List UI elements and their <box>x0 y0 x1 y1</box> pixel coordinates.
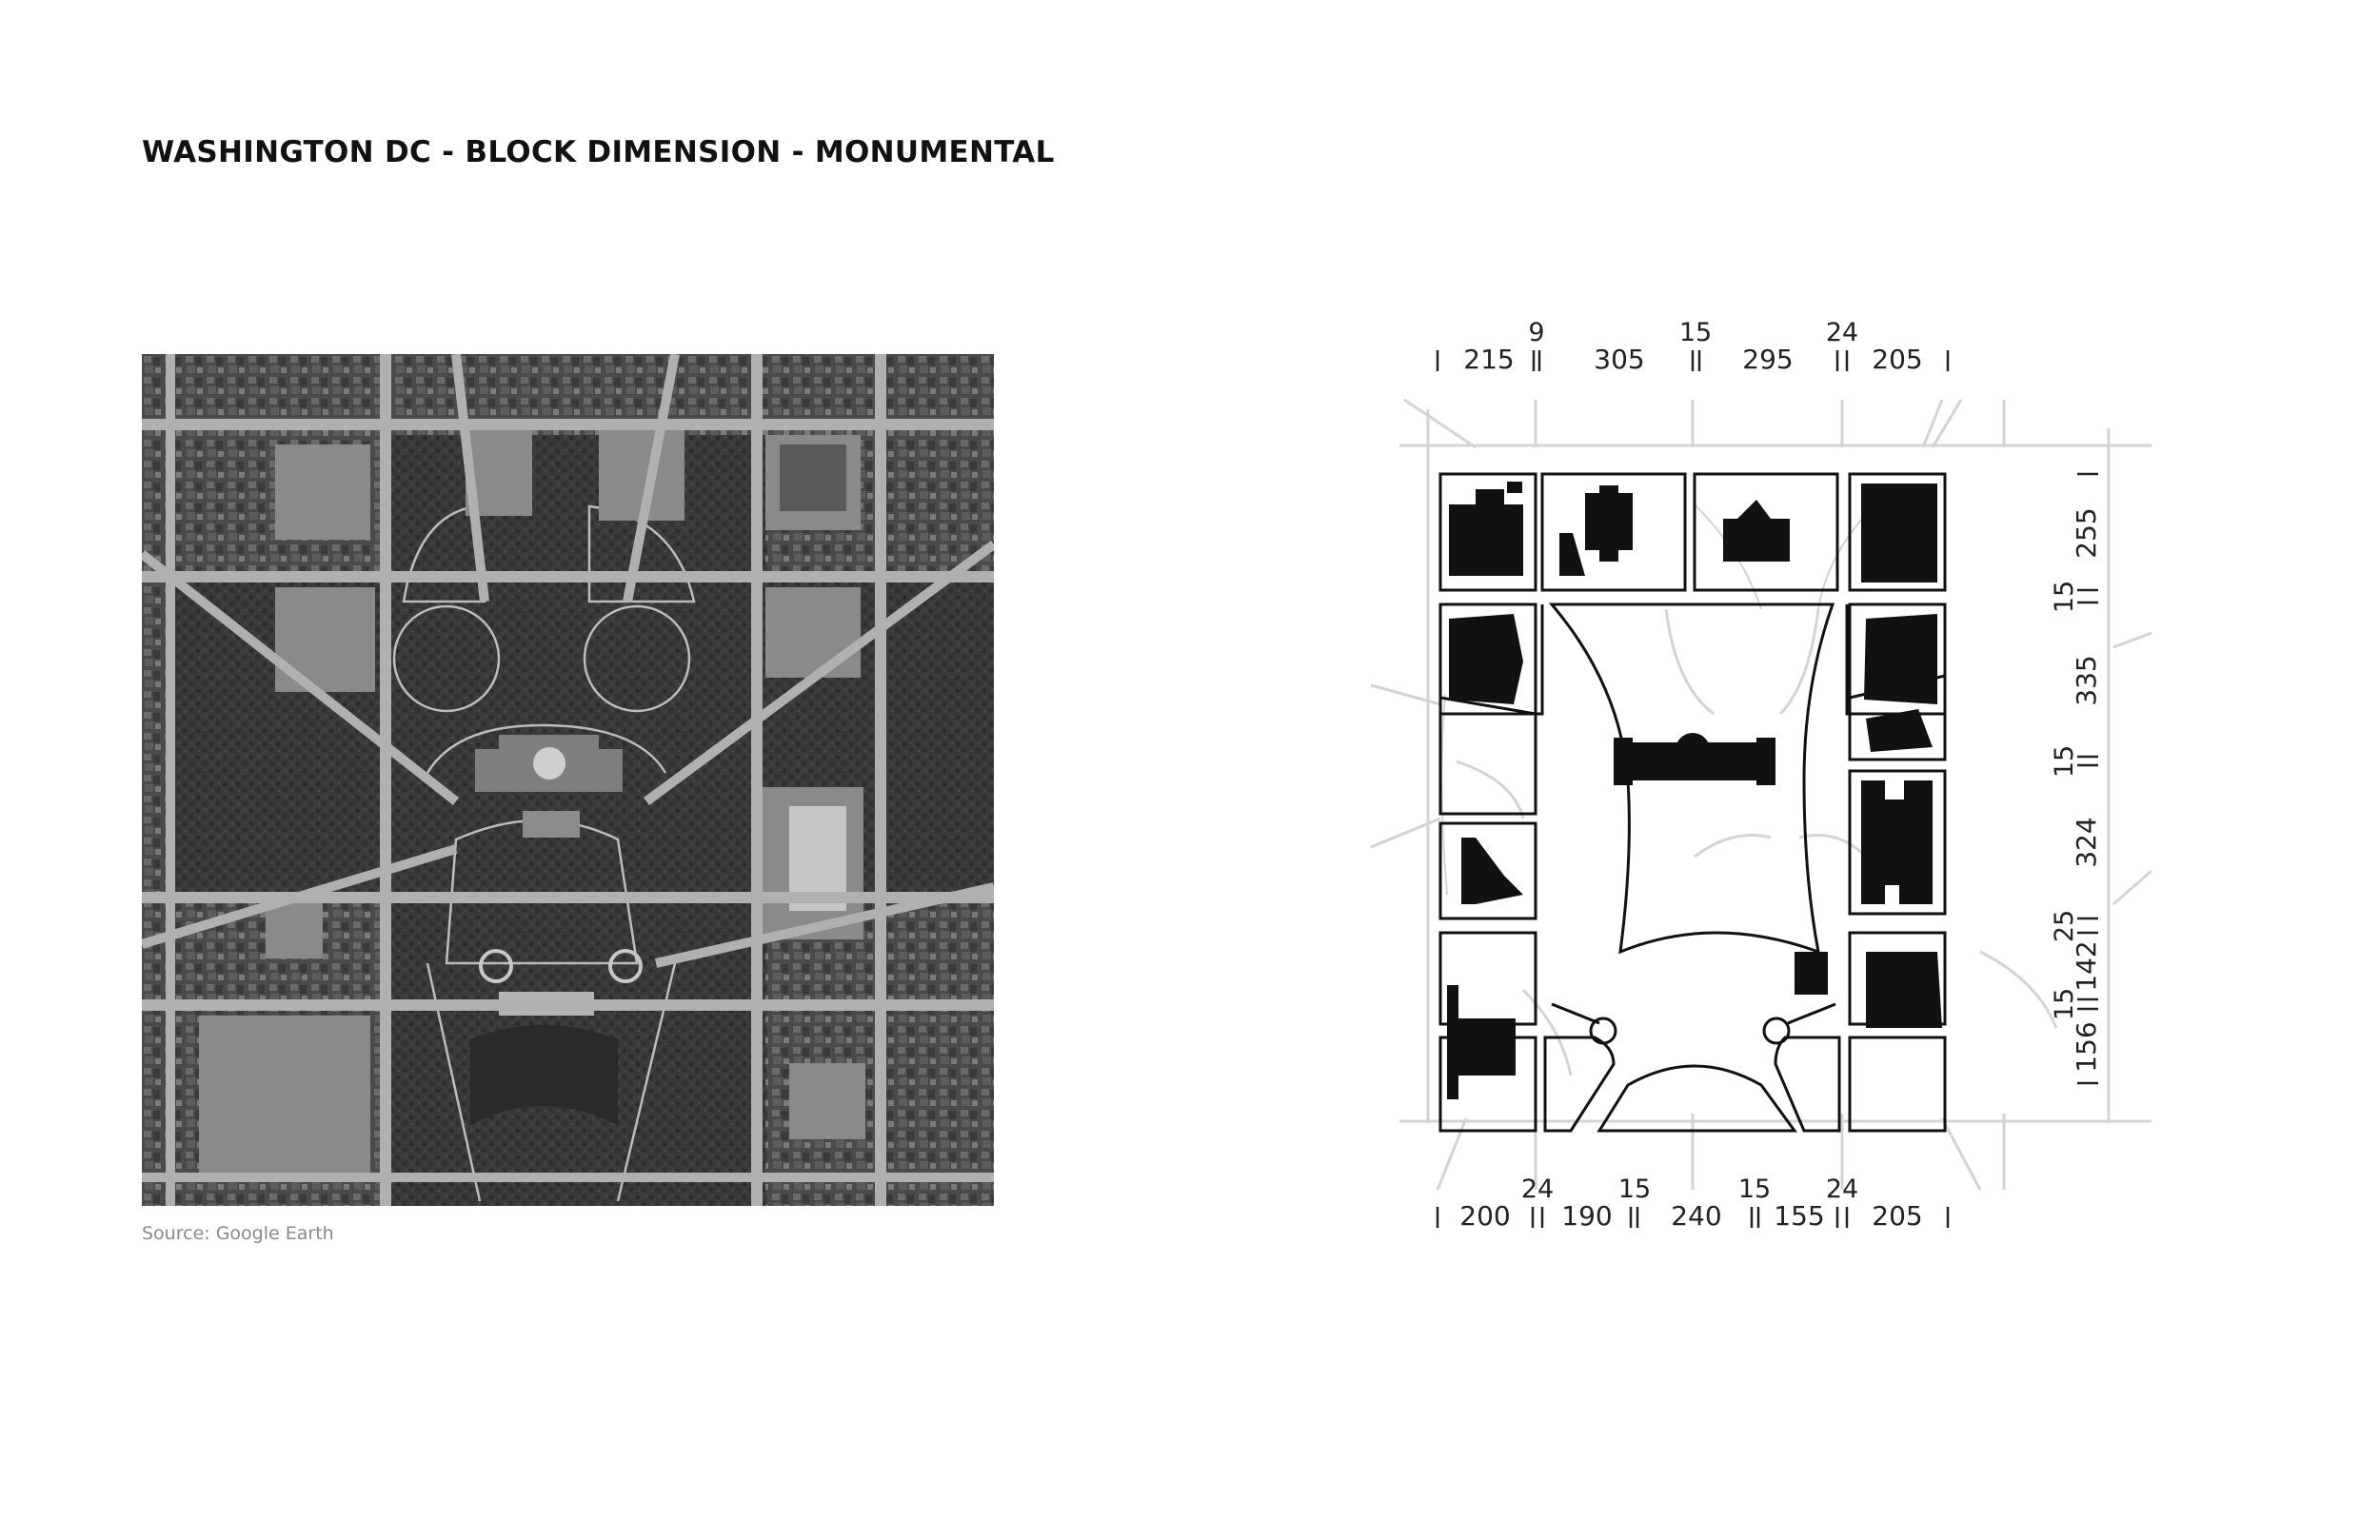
block-dimension-diagram: 215 305 295 205 9 15 24 200 190 <box>1371 286 2152 1256</box>
top-block-dim-3: 295 <box>1742 344 1793 375</box>
page-title: WASHINGTON DC - BLOCK DIMENSION - MONUME… <box>142 135 1055 169</box>
right-street-dim-2: 15 <box>2050 745 2079 778</box>
right-street-dim-4: 15 <box>2050 988 2079 1020</box>
bottom-block-dim-2: 190 <box>1561 1200 1612 1232</box>
bottom-street-dim-2: 15 <box>1618 1175 1651 1204</box>
right-block-dim-5: 156 <box>2071 1021 2102 1072</box>
right-block-dim-1: 255 <box>2071 507 2102 558</box>
top-block-dim-1: 215 <box>1463 344 1514 375</box>
bottom-block-dim-4: 155 <box>1774 1200 1824 1232</box>
top-dimension-row: 215 305 295 205 9 15 24 <box>1436 318 1950 375</box>
top-street-dim-3: 24 <box>1826 318 1858 347</box>
right-block-dim-3: 324 <box>2071 817 2102 867</box>
right-street-dim-3: 25 <box>2050 910 2079 942</box>
bottom-block-dim-3: 240 <box>1671 1200 1721 1232</box>
right-block-dim-4: 142 <box>2071 940 2102 991</box>
bottom-street-dim-3: 15 <box>1738 1175 1771 1204</box>
top-street-dim-2: 15 <box>1679 318 1712 347</box>
top-street-dim-1: 9 <box>1528 318 1544 347</box>
right-street-dim-1: 15 <box>2050 581 2079 613</box>
top-block-dim-4: 205 <box>1872 344 1922 375</box>
block-outlines <box>1438 472 1947 1133</box>
right-block-dim-2: 335 <box>2071 655 2102 705</box>
bottom-street-dim-4: 24 <box>1826 1175 1858 1204</box>
top-block-dim-2: 305 <box>1594 344 1644 375</box>
bottom-block-dim-1: 200 <box>1459 1200 1510 1232</box>
bottom-block-dim-5: 205 <box>1872 1200 1922 1232</box>
aerial-photo <box>142 354 994 1206</box>
building-footprints <box>1447 482 1942 1099</box>
bottom-dimension-row: 200 190 240 155 205 24 15 15 24 <box>1436 1175 1950 1232</box>
source-caption: Source: Google Earth <box>142 1223 334 1244</box>
right-dimension-column: 255 335 324 142 156 15 15 25 15 <box>2050 472 2102 1085</box>
bottom-street-dim-1: 24 <box>1521 1175 1554 1204</box>
